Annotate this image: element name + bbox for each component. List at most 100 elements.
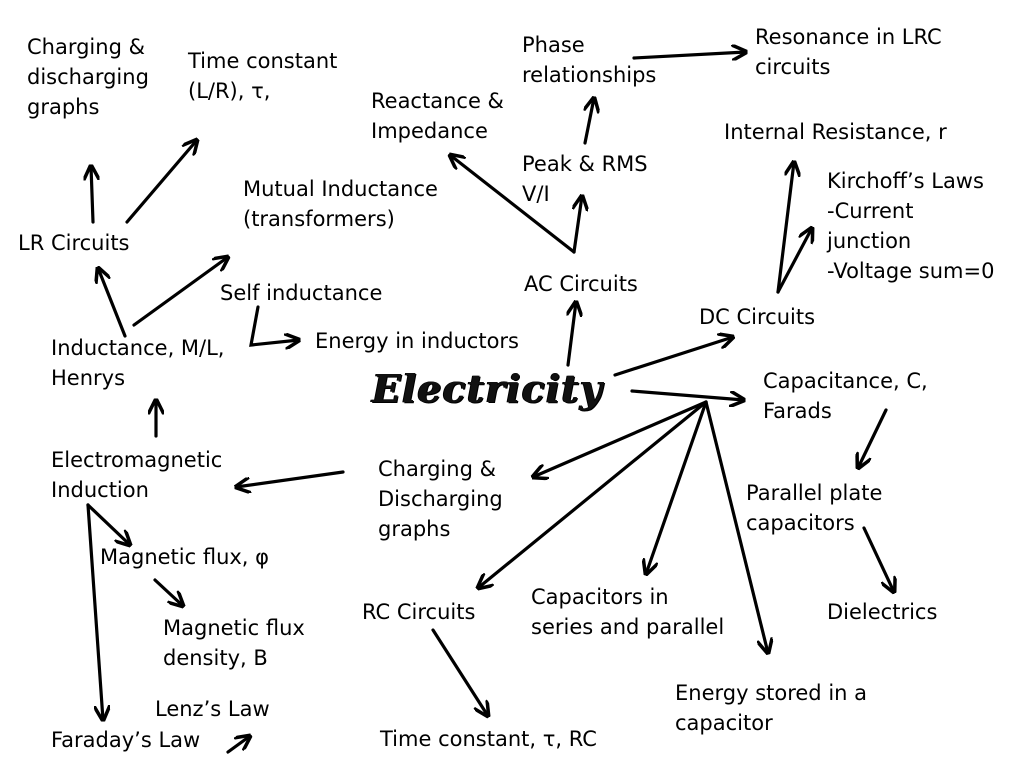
node-ac-circuits: AC Circuits — [524, 269, 638, 299]
node-text: DC Circuits — [699, 305, 816, 329]
node-energy-in-inductors: Energy in inductors — [315, 326, 519, 356]
arrow-lr-circuits-to-charging-graphs — [91, 166, 93, 224]
node-inductance: Inductance, M/L, Henrys — [51, 333, 225, 393]
node-capacitance: Capacitance, C, Farads — [763, 366, 928, 426]
arrow-inductance-to-lr-circuits — [98, 268, 127, 338]
node-text: Energy in inductors — [315, 329, 520, 353]
node-magnetic-flux: Magnetic flux, φ — [100, 542, 269, 572]
node-text: Mutual Inductance — [243, 177, 438, 201]
node-energy-stored-capacitor: Energy stored in a capacitor — [675, 678, 867, 738]
node-text: Peak & RMS — [522, 152, 648, 176]
arrow-electricity-to-dc-circuits — [613, 337, 733, 377]
arrow-peak-rms-to-phase — [585, 98, 594, 145]
node-text: Induction — [51, 478, 149, 502]
node-text: (transformers) — [243, 207, 395, 231]
arrow-parallel-plate-to-dielectrics — [862, 526, 894, 592]
node-text: circuits — [755, 55, 831, 79]
arrow-inductance-to-mutual-inductance — [132, 257, 228, 327]
node-lr-circuits: LR Circuits — [18, 228, 130, 258]
node-electromagnetic-induction: Electromagnetic Induction — [51, 445, 222, 505]
node-text: graphs — [378, 517, 451, 541]
arrow-capacitance-to-parallel-plate — [858, 408, 888, 468]
arrow-self-inductance-to-energy-inductors — [249, 305, 299, 345]
node-text: Energy stored in a — [675, 681, 868, 705]
node-text: discharging — [27, 65, 149, 89]
arrow-lr-circuits-to-time-constant — [125, 140, 197, 224]
node-text: capacitor — [675, 711, 773, 735]
node-resonance-lrc: Resonance in LRC circuits — [755, 22, 942, 82]
arrow-ac-to-reactance — [450, 155, 576, 254]
node-text: Electromagnetic — [51, 448, 223, 472]
node-text: junction — [827, 229, 912, 253]
arrow-phase-to-resonance — [632, 52, 746, 58]
node-text: Internal Resistance, r — [724, 120, 947, 144]
node-text: Magnetic flux, φ — [100, 545, 270, 569]
node-capacitors-series-parallel: Capacitors in series and parallel — [531, 582, 724, 642]
node-text: density, B — [163, 646, 268, 670]
node-text: Resonance in LRC — [755, 25, 942, 49]
node-text: V/I — [522, 182, 550, 206]
arrow-dc-to-internal-resistance — [776, 162, 794, 294]
node-text: -Current — [827, 199, 914, 223]
node-text: Lenz’s Law — [155, 697, 270, 721]
node-text: series and parallel — [531, 615, 725, 639]
arrow-em-induction-to-magnetic-flux — [86, 503, 130, 545]
node-internal-resistance: Internal Resistance, r — [724, 117, 947, 147]
arrow-dc-to-kirchoff — [776, 228, 812, 294]
node-faradays-law: Faraday’s Law — [51, 725, 200, 755]
node-text: Phase — [522, 33, 585, 57]
node-text: Magnetic flux — [163, 616, 305, 640]
node-text: Parallel plate — [746, 481, 883, 505]
node-text: LR Circuits — [18, 231, 130, 255]
arrow-charging-rc-to-em-induction — [236, 470, 345, 487]
node-text: Dielectrics — [827, 600, 938, 624]
node-text: relationships — [522, 63, 657, 87]
node-parallel-plate-capacitors: Parallel plate capacitors — [746, 478, 882, 538]
node-text: (L/R), τ, — [188, 79, 271, 103]
node-text: Capacitors in — [531, 585, 669, 609]
arrow-electricity-to-capacitors-series — [646, 400, 708, 574]
arrow-magnetic-flux-to-flux-density — [153, 578, 183, 606]
arrow-em-induction-to-faradays-law — [86, 503, 103, 720]
node-text: -Voltage sum=0 — [827, 259, 995, 283]
node-reactance-impedance: Reactance & Impedance — [371, 86, 504, 146]
node-dc-circuits: DC Circuits — [699, 302, 815, 332]
node-text: Discharging — [378, 487, 503, 511]
node-time-constant-rc: Time constant, τ, RC — [380, 724, 597, 754]
node-text: Farads — [763, 399, 832, 423]
node-self-inductance: Self inductance — [220, 278, 382, 308]
node-text: RC Circuits — [362, 600, 476, 624]
node-time-constant-lr: Time constant (L/R), τ, — [188, 46, 337, 106]
node-peak-rms: Peak & RMS V/I — [522, 149, 648, 209]
node-text: Henrys — [51, 366, 126, 390]
arrow-electricity-to-rc-circuits — [478, 400, 708, 588]
node-text: Inductance, M/L, — [51, 336, 225, 360]
node-text: Self inductance — [220, 281, 383, 305]
node-text: AC Circuits — [524, 272, 638, 296]
arrow-ac-to-peak-rms — [574, 196, 582, 254]
node-text: capacitors — [746, 511, 855, 535]
node-text: Reactance & — [371, 89, 504, 113]
node-text: Time constant, τ, RC — [380, 727, 597, 751]
node-charging-discharging-graphs-rc: Charging & Discharging graphs — [378, 454, 503, 544]
node-mutual-inductance: Mutual Inductance (transformers) — [243, 174, 438, 234]
node-phase-relationships: Phase relationships — [522, 30, 656, 90]
node-rc-circuits: RC Circuits — [362, 597, 475, 627]
node-text: graphs — [27, 95, 100, 119]
arrow-electricity-to-ac-circuits — [568, 302, 576, 367]
arrow-electricity-to-capacitance — [630, 389, 744, 400]
arrow-electricity-to-charging-graphs-rc — [533, 400, 708, 477]
node-text: Charging & — [378, 457, 496, 481]
node-magnetic-flux-density: Magnetic flux density, B — [163, 613, 305, 673]
node-text: Time constant — [188, 49, 338, 73]
node-charging-discharging-graphs-lr: Charging & discharging graphs — [27, 32, 149, 122]
node-lenzs-law: Lenz’s Law — [155, 694, 270, 724]
arrow-electricity-to-energy-capacitor — [704, 400, 768, 653]
node-text: Impedance — [371, 119, 488, 143]
node-kirchoffs-laws: Kirchoff’s Laws -Current junction -Volta… — [827, 166, 994, 286]
node-text: Capacitance, C, — [763, 369, 928, 393]
arrow-rc-to-time-constant — [431, 628, 488, 716]
node-text: Charging & — [27, 35, 145, 59]
node-dielectrics: Dielectrics — [827, 597, 937, 627]
arrow-lenzs-law — [226, 736, 250, 754]
